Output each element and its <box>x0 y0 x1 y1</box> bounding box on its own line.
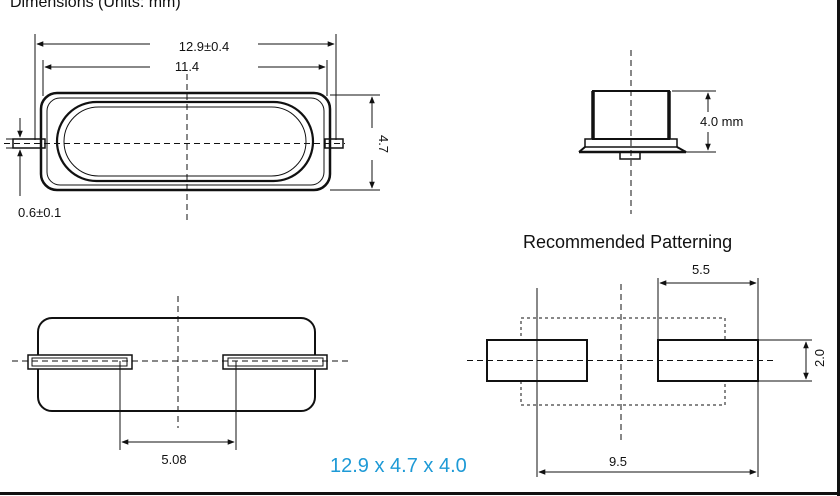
side-height-label: 4.0 mm <box>700 114 743 129</box>
height-label: 4.7 <box>376 135 391 153</box>
body-length-label: 11.4 <box>175 59 199 74</box>
frame-border-bottom <box>0 492 840 495</box>
bottom-view <box>12 296 350 450</box>
bottom-view-right-lead <box>222 354 328 370</box>
top-view-body <box>39 91 332 192</box>
frame-border-right <box>837 0 840 496</box>
bottom-view-left-lead <box>27 354 133 370</box>
top-view-window <box>55 100 315 183</box>
side-view <box>578 50 716 214</box>
lead-thickness-label: 0.6±0.1 <box>18 205 61 220</box>
overall-length-label: 12.9±0.4 <box>179 39 230 54</box>
dimensions-heading: Dimensions (Units: mm) <box>10 0 181 11</box>
lead-spacing-label: 5.08 <box>161 452 186 467</box>
pattern-view <box>467 278 812 477</box>
overall-span-label: 9.5 <box>609 454 627 469</box>
pattern-title: Recommended Patterning <box>523 232 733 252</box>
size-summary: 12.9 x 4.7 x 4.0 <box>330 455 467 477</box>
side-view-lead <box>619 151 641 160</box>
top-view-body-inner <box>46 97 325 186</box>
pad-length-label: 5.5 <box>692 262 710 277</box>
pad-width-label: 2.0 <box>812 349 827 367</box>
top-view-window-inner <box>63 106 307 177</box>
top-view <box>4 34 380 220</box>
